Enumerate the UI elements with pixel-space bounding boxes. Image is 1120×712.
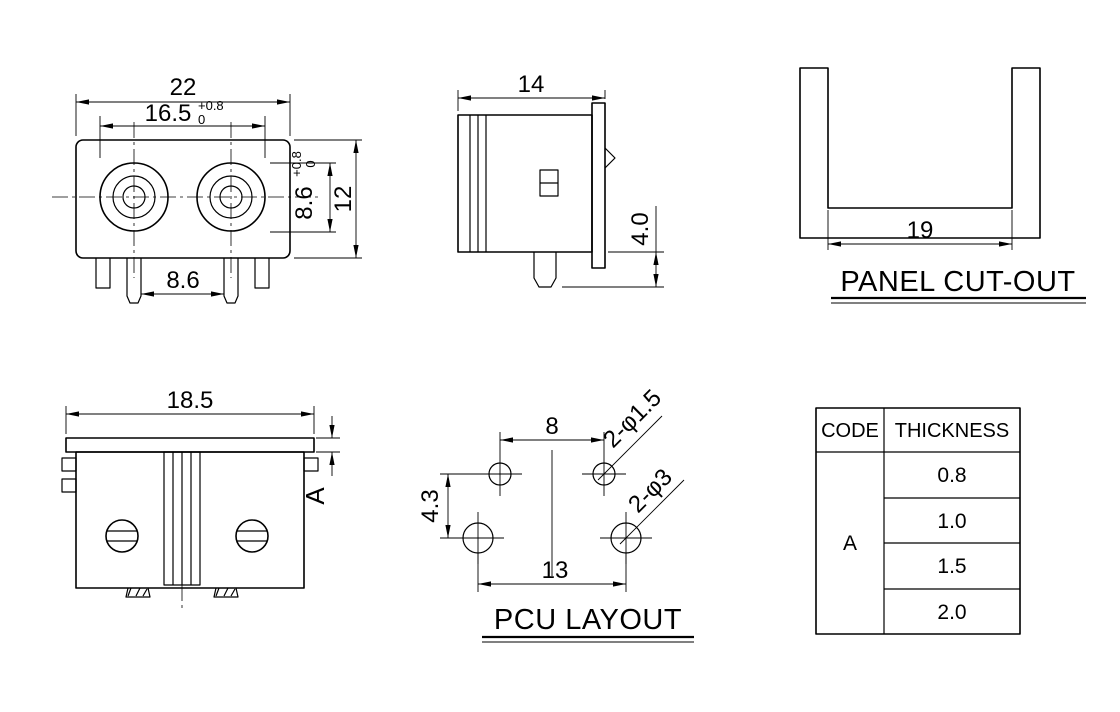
dim-a-extension-lines: [316, 437, 340, 453]
table-header-code: CODE: [821, 420, 879, 442]
right-socket-pin-circle: [219, 185, 243, 209]
callout-small-holes-label: 2-φ1.5: [598, 384, 667, 453]
table-row-dividers: [884, 497, 1020, 590]
bottom-view-right-foot: [213, 587, 239, 598]
dim-12-extension-lines: [294, 139, 362, 259]
bottom-view-column-ribs: [172, 452, 192, 585]
dim-18-5-extension-lines: [65, 406, 315, 434]
dim-socket-span-label: 16.5: [145, 100, 192, 127]
bottom-view-left-foot: [125, 587, 151, 598]
dim-16-5-extension-lines: [99, 116, 266, 158]
bottom-view-left-tab-1: [61, 457, 77, 472]
left-screw-head: [105, 519, 139, 553]
bottom-view-body: [75, 451, 305, 589]
side-view: 14 4.0: [457, 71, 664, 288]
dim-depth-label: 14: [518, 71, 545, 98]
pcu-layout-title: PCU LAYOUT: [494, 604, 682, 636]
dim-width-label: 18.5: [167, 387, 214, 414]
panel-cutout-view: 19 PANEL CUT-OUT: [799, 67, 1086, 304]
dim-overall-height-label: 12: [330, 186, 357, 213]
dim-row-spacing-label: 4.3: [417, 489, 444, 522]
side-body-ribs: [469, 115, 487, 252]
dim-pin-length-label: 4.0: [627, 212, 654, 245]
dim-socket-height-tol-plus: +0.8: [289, 151, 304, 177]
panel-cutout-outline: [799, 67, 1041, 239]
bottom-view-flange: [65, 437, 315, 453]
table-thickness-value-3: 1.5: [937, 555, 966, 578]
pcu-small-hole-right: [592, 462, 616, 486]
table-header-thickness: THICKNESS: [895, 420, 1009, 442]
bottom-view-right-tab: [303, 457, 319, 472]
dim-pin-pitch-label: 8.6: [166, 267, 199, 294]
front-pin-long-left: [126, 258, 142, 304]
dim-hole-pitch-bottom-label: 13: [542, 557, 569, 584]
thickness-table: CODE THICKNESS A 0.8 1.0 1.5 2.0: [815, 407, 1021, 635]
left-socket-outer-circle: [99, 162, 169, 232]
callout-small-holes-leader: [597, 415, 663, 481]
table-border: [815, 407, 1021, 635]
panel-cutout-title: PANEL CUT-OUT: [840, 266, 1075, 298]
bottom-view: 18.5 A: [61, 387, 340, 608]
front-pin-short-right: [254, 258, 270, 289]
callout-large-holes-leader: [619, 479, 685, 545]
dim-4-0-extension-lines: [562, 251, 664, 288]
right-socket-mid-circle: [209, 175, 253, 219]
dim-socket-span-tol-plus: +0.8: [198, 98, 224, 113]
table-thickness-value-1: 0.8: [937, 464, 966, 487]
dim-4-3-extension-lines: [440, 473, 489, 539]
dim-socket-height-tol-zero: 0: [303, 160, 318, 167]
table-thickness-value-2: 1.0: [937, 510, 966, 533]
right-screw-head: [235, 519, 269, 553]
front-body-outline: [75, 139, 291, 259]
right-socket-outer-circle: [196, 162, 266, 232]
side-solder-pin: [533, 252, 557, 288]
front-pin-long-right: [223, 258, 239, 304]
table-thickness-value-4: 2.0: [937, 601, 966, 624]
callout-large-holes-label: 2-φ3: [623, 464, 678, 519]
left-screw-slot: [107, 530, 137, 542]
front-view: 22 16.5 +0.8 0 8.6 +0.8 0 12 8.6: [52, 74, 362, 304]
front-pin-short-left: [95, 258, 111, 289]
dim-overall-width-label: 22: [170, 74, 197, 101]
dim-opening-label: 19: [907, 217, 934, 244]
dim-socket-height-label: 8.6: [291, 186, 318, 219]
table-code-value: A: [843, 532, 857, 555]
left-socket-pin-circle: [122, 185, 146, 209]
side-panel-flange: [591, 102, 606, 269]
left-socket-mid-circle: [112, 175, 156, 219]
side-snap-latch: [604, 147, 616, 169]
pcu-layout-view: 8 4.3 13 2-φ1.5 2-φ3 PCU LAYOUT: [417, 384, 694, 643]
dim-8-6-extension-lines: [270, 162, 336, 233]
dim-hole-pitch-top-label: 8: [545, 413, 558, 440]
right-screw-slot: [237, 530, 267, 542]
dim-panel-thickness-label: A: [300, 487, 330, 505]
bottom-view-left-tab-2: [61, 478, 77, 493]
dim-socket-span-tol-zero: 0: [198, 112, 205, 127]
